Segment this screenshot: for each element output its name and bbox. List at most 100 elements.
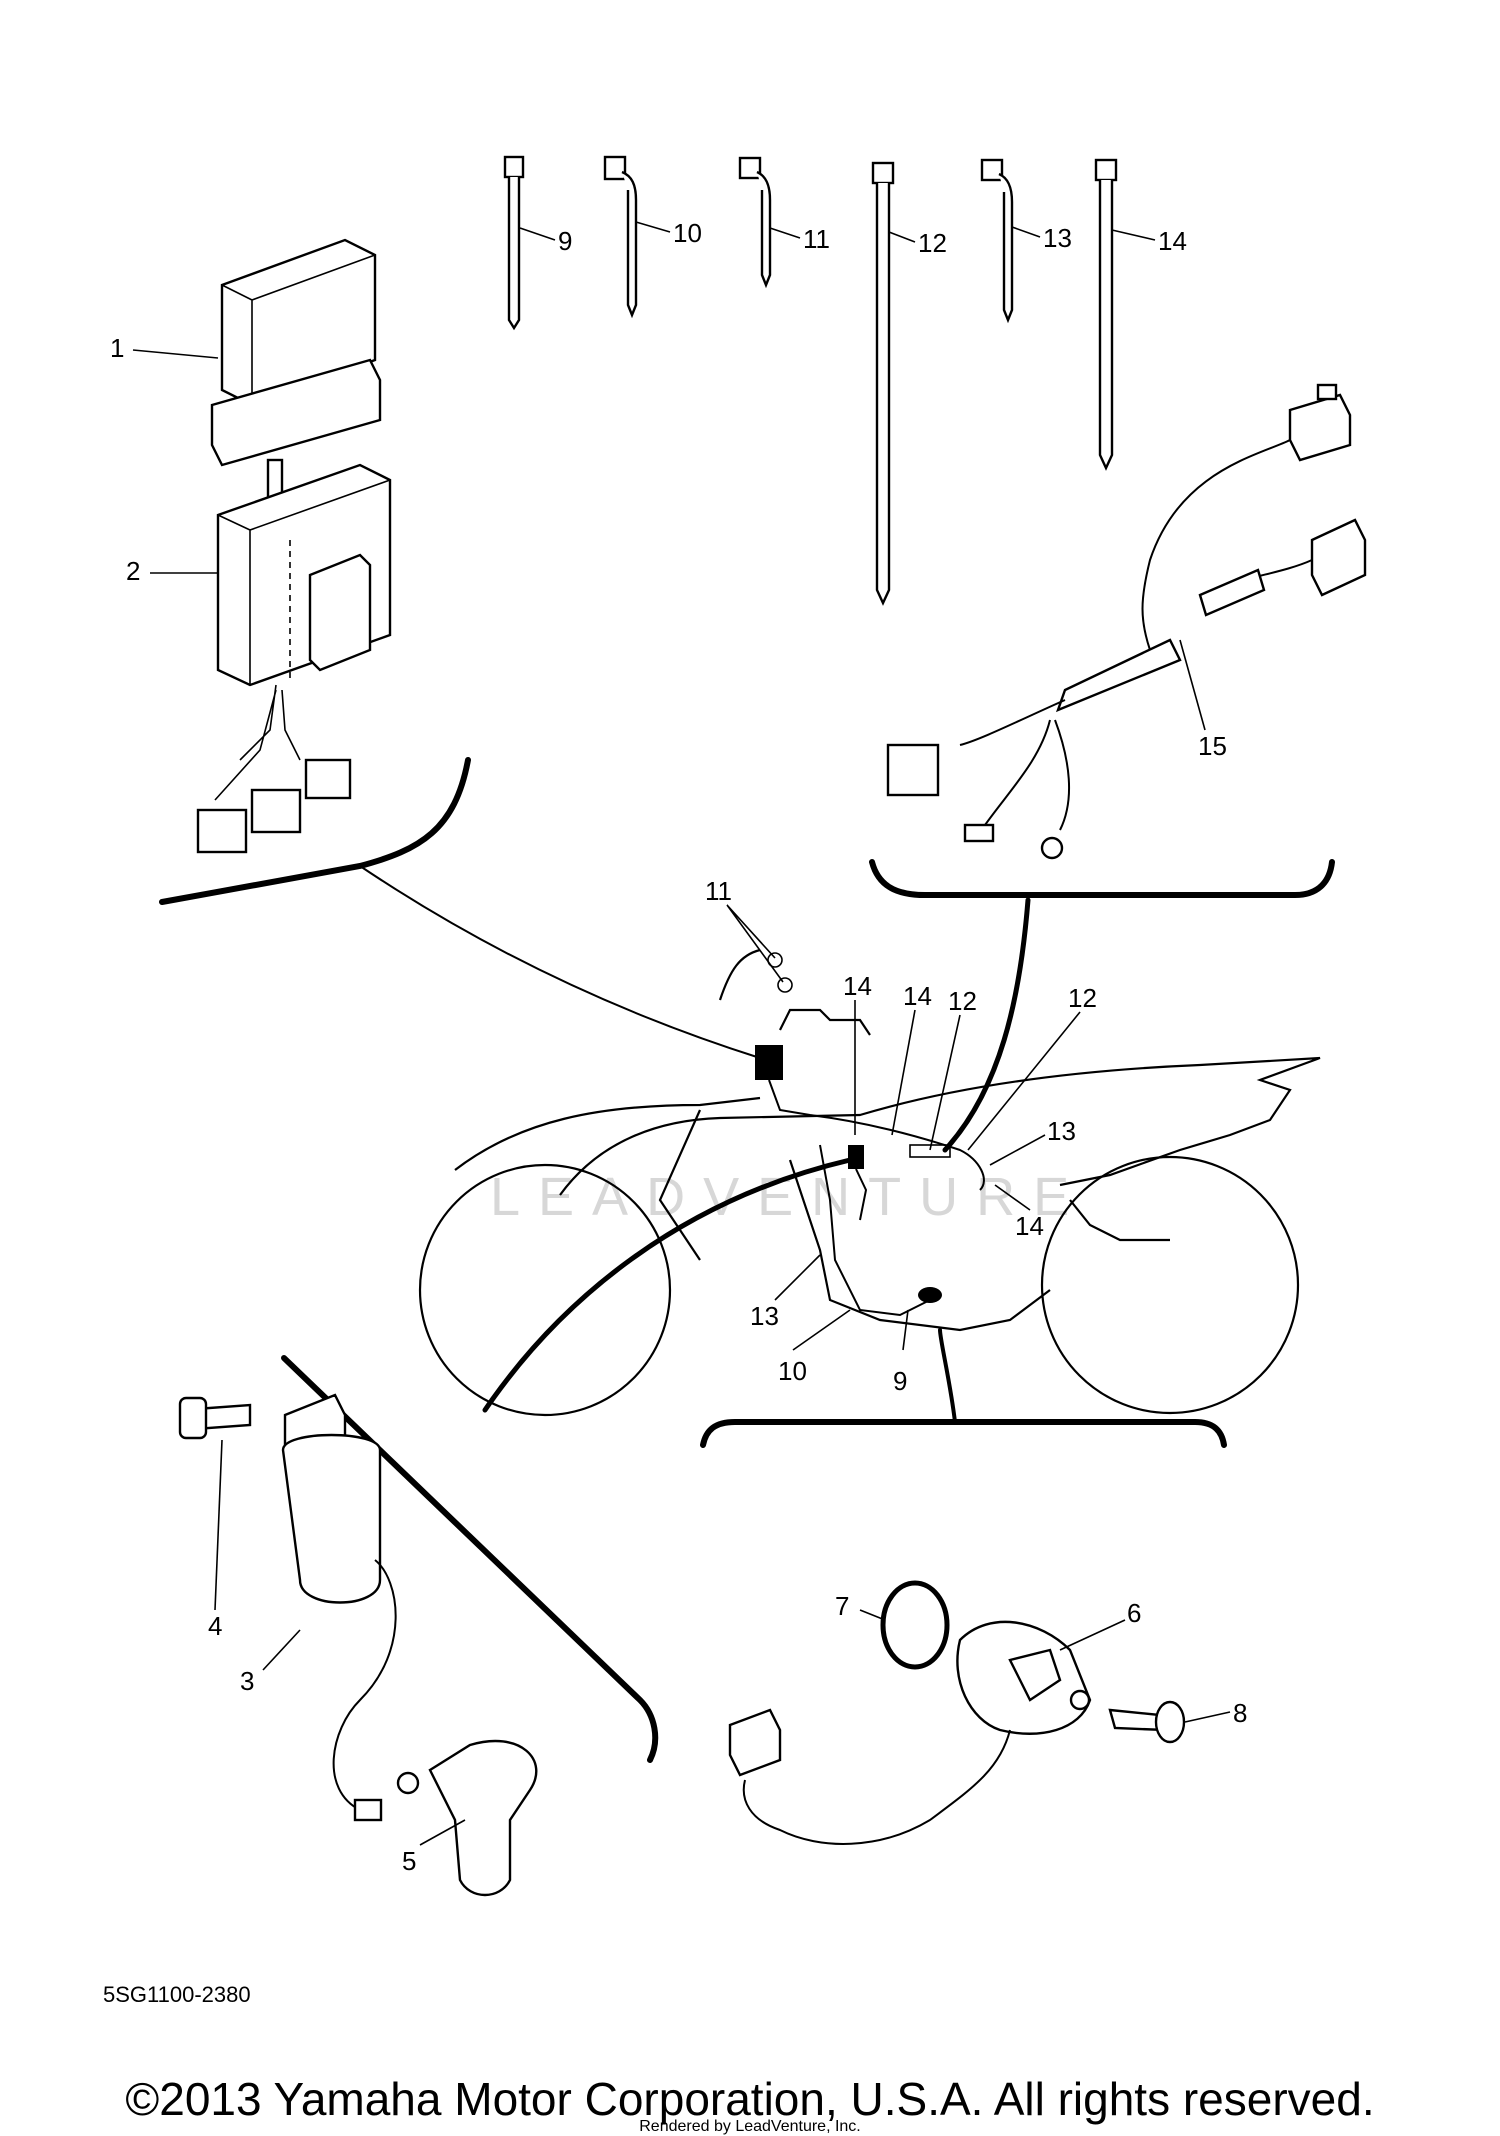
swingarm (1069, 1199, 1170, 1242)
plug-cap-seal (396, 1771, 420, 1795)
callout-7: 7 (835, 1591, 849, 1621)
tie-head (738, 156, 762, 180)
ecu-bracket (196, 458, 392, 854)
sub-harness (886, 383, 1367, 860)
cable-tie-10 (603, 155, 638, 319)
callout-1: 1 (110, 333, 124, 363)
leader-3 (262, 1629, 301, 1671)
bolt-4-head (178, 1396, 208, 1440)
leader-12-top (888, 231, 916, 243)
tie-head (1094, 158, 1118, 182)
leader-11-mid (726, 904, 784, 983)
tie-strap (756, 170, 772, 289)
tie-head (603, 155, 627, 181)
callout-labels: 1 2 3 4 5 6 7 8 9 10 11 12 13 14 15 11 1… (110, 218, 1247, 1876)
ecu-wire-on-bike (768, 1079, 811, 1116)
fork (658, 1109, 702, 1261)
harness-wire-left (959, 699, 1066, 746)
cable-tie-11 (738, 156, 772, 289)
tie-11-on-bike-a (767, 952, 783, 968)
callout-4: 4 (208, 1611, 222, 1641)
coil-on-bike (848, 1145, 864, 1169)
harness-connector-top (1288, 393, 1352, 462)
tie-head (980, 158, 1004, 182)
leader-4 (214, 1439, 223, 1611)
group-brackets (159, 757, 1335, 1763)
harness-terminal-a (963, 823, 995, 843)
front-wheel (418, 1163, 672, 1417)
leader-14c-mid (994, 1184, 1031, 1211)
leader-14-top (1111, 229, 1156, 241)
ecu-unit (210, 238, 382, 467)
cable-tie-13 (980, 158, 1014, 324)
tie-strap (1098, 180, 1114, 471)
lower-harness-on-bike (819, 1144, 931, 1317)
callout-11-top: 11 (803, 224, 830, 254)
plug-cap (428, 1739, 538, 1897)
bracket-tab (308, 553, 372, 672)
harness-wrap (1055, 638, 1182, 713)
coil-lead-end (353, 1798, 383, 1822)
rear-wheel (1040, 1155, 1300, 1415)
leader-13a-mid (989, 1134, 1046, 1166)
sensor-bolt-hole (1069, 1689, 1091, 1711)
sensor-group (728, 1580, 1186, 1845)
cable-tie-14 (1094, 158, 1118, 471)
leader-15 (1179, 639, 1206, 731)
leader-13-top (1011, 226, 1041, 238)
handlebar-line (779, 1008, 871, 1036)
ecu-wires (214, 684, 301, 801)
callout-12-top: 12 (918, 228, 947, 258)
sensor-boot (1008, 1648, 1062, 1702)
tie-11-on-bike-b (777, 977, 793, 993)
tie-strap (507, 177, 521, 331)
callout-8: 8 (1233, 1698, 1247, 1728)
leader-1 (132, 349, 219, 359)
harness-sleeve (1198, 568, 1266, 617)
sensor-wire (742, 1729, 1011, 1845)
leader-lines (359, 865, 1031, 1424)
handlebar-flame (718, 948, 761, 1001)
callout-13-top: 13 (1043, 223, 1072, 253)
callout-6: 6 (1127, 1598, 1141, 1628)
bracket-edges (217, 479, 391, 685)
harness-clamp-on-bike (909, 1144, 951, 1158)
callout-9-mid: 9 (893, 1366, 907, 1396)
tie-strap (621, 170, 638, 319)
coil-lead-on-bike (855, 1168, 868, 1221)
harness-connector-left (886, 743, 940, 797)
leader-5 (419, 1819, 466, 1846)
cable-ties (503, 155, 1118, 606)
callout-leaders (132, 221, 1231, 1846)
watermark-text: LEADVENTURE (490, 1167, 1087, 1227)
callout-13b-mid: 13 (750, 1301, 779, 1331)
diagram-code: 5SG1100-2380 (103, 1982, 251, 2007)
coil-group-bracket (281, 1355, 659, 1763)
ecu-connector-c (304, 758, 352, 800)
leader-12b-mid (967, 1011, 1081, 1151)
leader-sensor (938, 1328, 957, 1424)
leader-6 (1059, 1619, 1126, 1651)
ecu-connector-a (196, 808, 248, 854)
sensor-group-bracket (700, 1419, 1227, 1448)
ecu-body (220, 238, 377, 407)
ecu-on-bike (755, 1045, 783, 1080)
leader-harness (942, 897, 1031, 1153)
ecu-rubber-band (210, 358, 382, 467)
leader-13b-mid (774, 1254, 821, 1301)
callout-2: 2 (126, 556, 140, 586)
sensor-connector (728, 1708, 782, 1777)
callout-14a-mid: 14 (843, 971, 872, 1001)
harness-ground-wires (984, 719, 1070, 831)
callout-12b-mid: 12 (1068, 983, 1097, 1013)
harness-connector-mid (1310, 518, 1367, 597)
leader-12a-mid (929, 1014, 961, 1151)
bolt-8-head (1154, 1700, 1186, 1744)
ecu-connector-b (250, 788, 302, 834)
callout-14c-mid: 14 (1015, 1211, 1044, 1241)
cable-tie-12 (871, 161, 895, 606)
leader-7 (859, 1609, 886, 1621)
harness-wire-upper (1141, 439, 1291, 651)
front-fender (454, 1096, 761, 1171)
